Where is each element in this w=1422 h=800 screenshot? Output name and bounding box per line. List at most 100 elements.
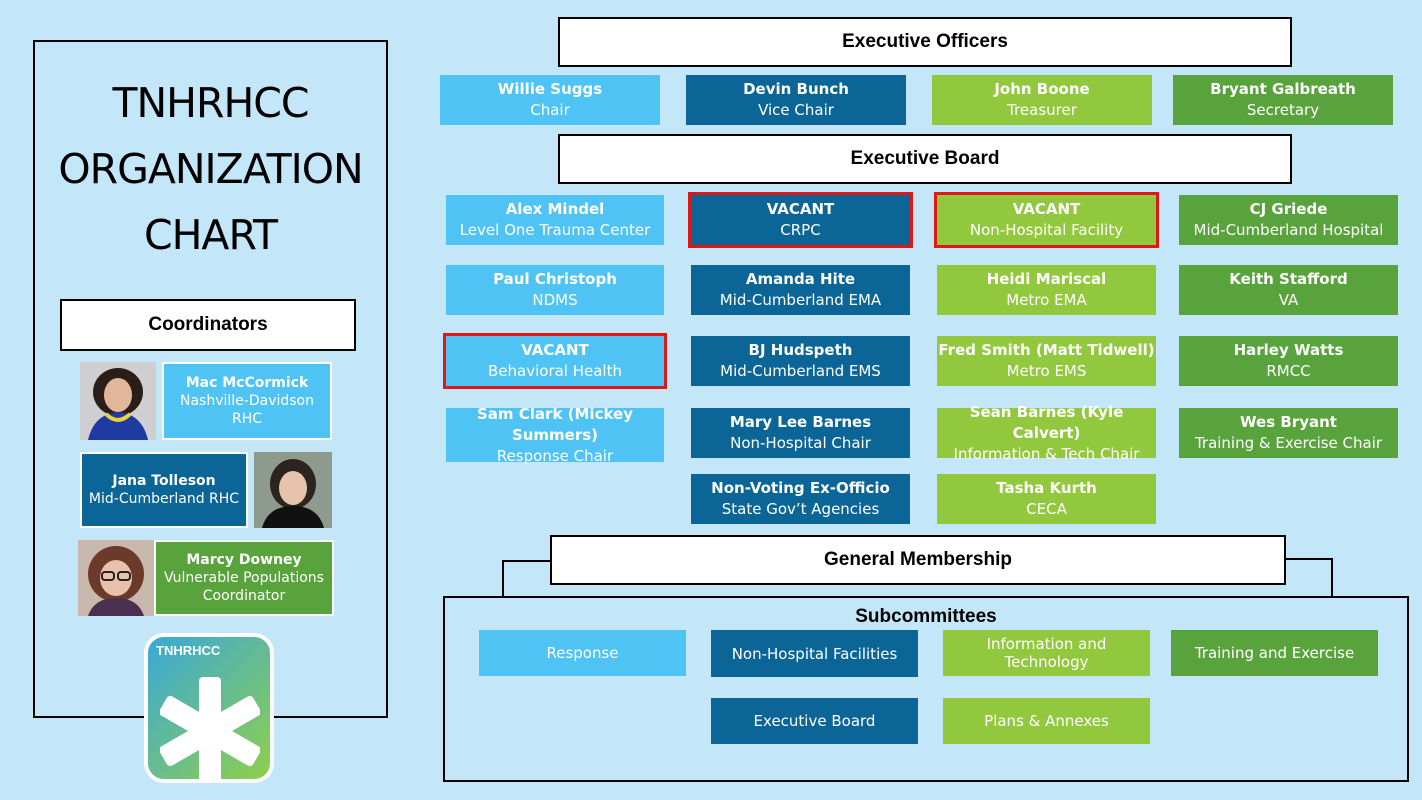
- executive-board-header: Executive Board: [558, 134, 1292, 184]
- board-member-card: Alex Mindel Level One Trauma Center: [446, 195, 664, 245]
- member-name: Non-Voting Ex-Officio: [711, 479, 890, 497]
- member-role: Mid-Cumberland EMA: [719, 291, 882, 309]
- member-name: Sam Clark (Mickey Summers): [477, 404, 633, 444]
- officer-card: Devin Bunch Vice Chair: [686, 75, 906, 125]
- avatar-jana-tolleson: [254, 452, 332, 528]
- board-member-card: CJ Griede Mid-Cumberland Hospital: [1179, 195, 1398, 245]
- member-role: Training & Exercise Chair: [1194, 434, 1383, 452]
- member-role: Mid-Cumberland EMS: [720, 362, 881, 380]
- coordinator-role: Vulnerable Populations Coordinator: [164, 570, 324, 604]
- member-name: Heidi Mariscal: [986, 270, 1107, 288]
- board-member-card: Harley Watts RMCC: [1179, 336, 1398, 386]
- subcommittees-box: Subcommittees: [443, 596, 1409, 782]
- subcommittee-information-and-technology: Information and Technology: [943, 630, 1150, 676]
- coordinator-card-marcy-downey: Marcy Downey Vulnerable Populations Coor…: [154, 540, 334, 616]
- member-role: Response Chair: [496, 446, 614, 465]
- board-member-card: Wes Bryant Training & Exercise Chair: [1179, 408, 1398, 458]
- member-name: Alex Mindel: [505, 200, 605, 218]
- member-name: Sean Barnes (Kyle Calvert): [969, 402, 1124, 442]
- board-member-card: Sam Clark (Mickey Summers) Response Chai…: [446, 405, 664, 465]
- member-role: RMCC: [1266, 362, 1311, 380]
- left-panel: TNHRHCC ORGANIZATION CHART Coordinators …: [33, 40, 388, 718]
- member-name: VACANT: [1012, 200, 1081, 218]
- member-name: Willie Suggs: [497, 80, 603, 98]
- connector-line: [503, 560, 551, 562]
- coordinator-name: Mac McCormick: [185, 375, 309, 391]
- board-member-card: BJ Hudspeth Mid-Cumberland EMS: [691, 336, 910, 386]
- coordinator-role: Mid-Cumberland RHC: [88, 491, 240, 507]
- board-member-card: Sean Barnes (Kyle Calvert) Information &…: [937, 403, 1156, 463]
- executive-officers-header: Executive Officers: [558, 17, 1292, 67]
- chart-title-line-2: ORGANIZATION: [58, 145, 363, 193]
- coordinator-card-jana-tolleson: Jana Tolleson Mid-Cumberland RHC: [80, 452, 248, 528]
- member-name: Tasha Kurth: [996, 479, 1097, 497]
- chart-title-line-3: CHART: [143, 211, 278, 259]
- officer-card: Willie Suggs Chair: [440, 75, 660, 125]
- member-role: Metro EMA: [1006, 291, 1087, 309]
- member-role: Mid-Cumberland Hospital: [1193, 221, 1384, 239]
- member-name: Amanda Hite: [745, 270, 856, 288]
- connector-line: [502, 560, 504, 597]
- member-role: Chair: [530, 101, 570, 119]
- board-member-card-vacant: VACANT CRPC: [688, 192, 913, 248]
- member-role: Level One Trauma Center: [459, 221, 651, 239]
- connector-line: [1331, 558, 1333, 597]
- connector-line: [1285, 558, 1332, 560]
- member-name: VACANT: [766, 200, 835, 218]
- member-name: Keith Stafford: [1229, 270, 1348, 288]
- member-role: NDMS: [532, 291, 578, 309]
- board-member-card-vacant: VACANT Non-Hospital Facility: [934, 192, 1159, 248]
- star-of-life-icon: [160, 677, 260, 779]
- logo-text: TNHRHCC: [156, 643, 221, 658]
- member-role: CECA: [1026, 500, 1067, 518]
- board-member-card-vacant: VACANT Behavioral Health: [443, 333, 667, 389]
- member-name: VACANT: [521, 341, 589, 359]
- board-member-card: Keith Stafford VA: [1179, 265, 1398, 315]
- officer-card: Bryant Galbreath Secretary: [1173, 75, 1393, 125]
- member-role: Behavioral Health: [488, 362, 622, 380]
- chart-title: TNHRHCC ORGANIZATION CHART: [35, 70, 386, 268]
- member-name: Devin Bunch: [743, 80, 849, 98]
- member-name: CJ Griede: [1249, 200, 1328, 218]
- member-role: Treasurer: [1007, 101, 1077, 119]
- board-member-card: Mary Lee Barnes Non-Hospital Chair: [691, 408, 910, 458]
- coordinators-header: Coordinators: [60, 299, 356, 351]
- subcommittee-response: Response: [479, 630, 686, 676]
- coordinator-name: Jana Tolleson: [112, 473, 216, 489]
- officer-card: John Boone Treasurer: [932, 75, 1152, 125]
- member-role: Non-Hospital Facility: [969, 221, 1124, 239]
- board-member-card: Fred Smith (Matt Tidwell) Metro EMS: [937, 336, 1156, 386]
- coordinator-name: Marcy Downey: [186, 552, 302, 568]
- member-role: Non-Hospital Chair: [730, 434, 871, 452]
- member-role: Vice Chair: [758, 101, 834, 119]
- member-role: VA: [1278, 291, 1299, 309]
- member-name: Mary Lee Barnes: [729, 413, 872, 431]
- coordinator-role: Nashville-Davidson RHC: [180, 393, 314, 427]
- board-member-card: Heidi Mariscal Metro EMA: [937, 265, 1156, 315]
- general-membership-header: General Membership: [550, 535, 1286, 585]
- subcommittee-training-and-exercise: Training and Exercise: [1171, 630, 1378, 676]
- tnhrhcc-logo: TNHRHCC: [144, 633, 274, 783]
- chart-title-line-1: TNHRHCC: [112, 79, 309, 127]
- subcommittees-header: Subcommittees: [855, 606, 997, 627]
- board-member-card: Non-Voting Ex-Officio State Gov’t Agenci…: [691, 474, 910, 524]
- member-name: Wes Bryant: [1240, 413, 1337, 431]
- member-name: Fred Smith (Matt Tidwell): [938, 341, 1155, 359]
- member-name: Harley Watts: [1233, 341, 1344, 359]
- board-member-card: Tasha Kurth CECA: [937, 474, 1156, 524]
- subcommittee-executive-board: Executive Board: [711, 698, 918, 744]
- member-name: Bryant Galbreath: [1210, 80, 1356, 98]
- coordinator-card-mac-mccormick: Mac McCormick Nashville-Davidson RHC: [162, 362, 332, 440]
- board-member-card: Amanda Hite Mid-Cumberland EMA: [691, 265, 910, 315]
- avatar-marcy-downey: [78, 540, 154, 616]
- member-name: John Boone: [994, 80, 1090, 98]
- avatar-mac-mccormick: [80, 362, 156, 440]
- subcommittee-non-hospital-facilities: Non-Hospital Facilities: [711, 630, 918, 677]
- member-role: Information & Tech Chair: [953, 444, 1140, 463]
- member-role: Secretary: [1246, 101, 1320, 119]
- member-role: State Gov’t Agencies: [721, 500, 880, 518]
- member-name: Paul Christoph: [493, 270, 617, 288]
- subcommittee-plans-and-annexes: Plans & Annexes: [943, 698, 1150, 744]
- member-name: BJ Hudspeth: [748, 341, 853, 359]
- board-member-card: Paul Christoph NDMS: [446, 265, 664, 315]
